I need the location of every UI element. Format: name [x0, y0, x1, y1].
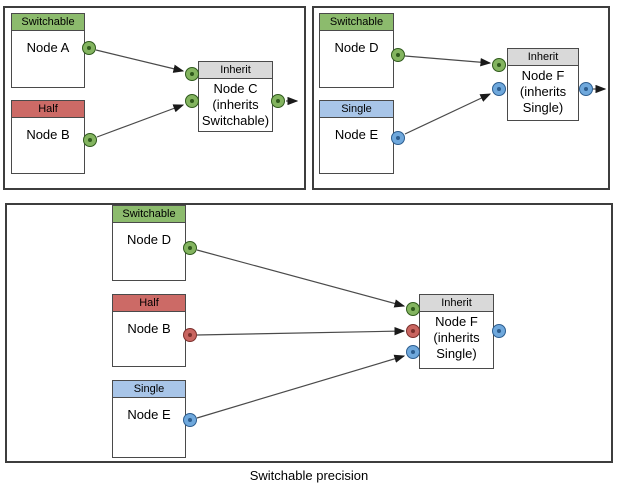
node-f: Inherit Node F (inherits Single) — [507, 48, 579, 121]
node-d-header: Switchable — [113, 206, 185, 223]
node-f-header: Inherit — [508, 49, 578, 66]
node-f-header: Inherit — [420, 295, 493, 312]
node-d-label: Node D — [334, 40, 379, 55]
node-e-header: Single — [320, 101, 393, 118]
node-f-label: Node F (inherits Single) — [420, 312, 493, 362]
node-e-output-port-single — [183, 413, 197, 427]
node-d-output-port-switchable — [391, 48, 405, 62]
node-a: Switchable Node A — [11, 13, 85, 88]
node-f-input-port-bottom — [492, 82, 506, 96]
node-d-label: Node D — [126, 232, 172, 247]
node-a-header: Switchable — [12, 14, 84, 31]
node-f-label: Node F (inherits Single) — [508, 66, 578, 116]
node-b-output-port-switchable — [83, 133, 97, 147]
node-f-input-port-single — [406, 345, 420, 359]
node-f-subtitle: (inherits Single) — [519, 84, 567, 115]
node-c-input-port-top — [185, 67, 199, 81]
node-b-header: Half — [12, 101, 84, 118]
node-d-output-port-switchable — [183, 241, 197, 255]
node-b-header: Half — [113, 295, 185, 312]
node-c: Inherit Node C (inherits Switchable) — [198, 61, 273, 132]
node-e: Single Node E — [319, 100, 394, 174]
node-c-output-port — [271, 94, 285, 108]
panel-bottom — [5, 203, 613, 463]
node-f-output-port — [579, 82, 593, 96]
node-e-header: Single — [113, 381, 185, 398]
node-c-subtitle: (inherits Switchable) — [201, 97, 270, 128]
node-d-header: Switchable — [320, 14, 393, 31]
node-f-input-port-half — [406, 324, 420, 338]
node-f-subtitle: (inherits Single) — [433, 330, 480, 361]
node-c-label: Node C (inherits Switchable) — [199, 79, 272, 129]
node-d: Switchable Node D — [319, 13, 394, 88]
node-f-input-port-switchable — [406, 302, 420, 316]
node-f-title: Node F — [435, 314, 478, 329]
node-e-output-port-single — [391, 131, 405, 145]
node-c-header: Inherit — [199, 62, 272, 79]
node-b: Half Node B — [11, 100, 85, 174]
node-c-input-port-bottom — [185, 94, 199, 108]
node-a-output-port-switchable — [82, 41, 96, 55]
diagram-caption: Switchable precision — [249, 468, 369, 483]
node-b-output-port-half — [183, 328, 197, 342]
node-f-bottom: Inherit Node F (inherits Single) — [419, 294, 494, 369]
node-e-label: Node E — [334, 127, 379, 142]
node-e-bottom: Single Node E — [112, 380, 186, 458]
node-b-label: Node B — [26, 127, 70, 142]
node-e-label: Node E — [127, 407, 171, 422]
node-f-title: Node F — [521, 68, 565, 83]
node-f-input-port-top — [492, 58, 506, 72]
node-c-title: Node C — [213, 81, 258, 96]
node-b-label: Node B — [127, 321, 171, 336]
node-f-output-port — [492, 324, 506, 338]
node-a-label: Node A — [26, 40, 70, 55]
node-b-bottom: Half Node B — [112, 294, 186, 367]
node-d-bottom: Switchable Node D — [112, 205, 186, 281]
